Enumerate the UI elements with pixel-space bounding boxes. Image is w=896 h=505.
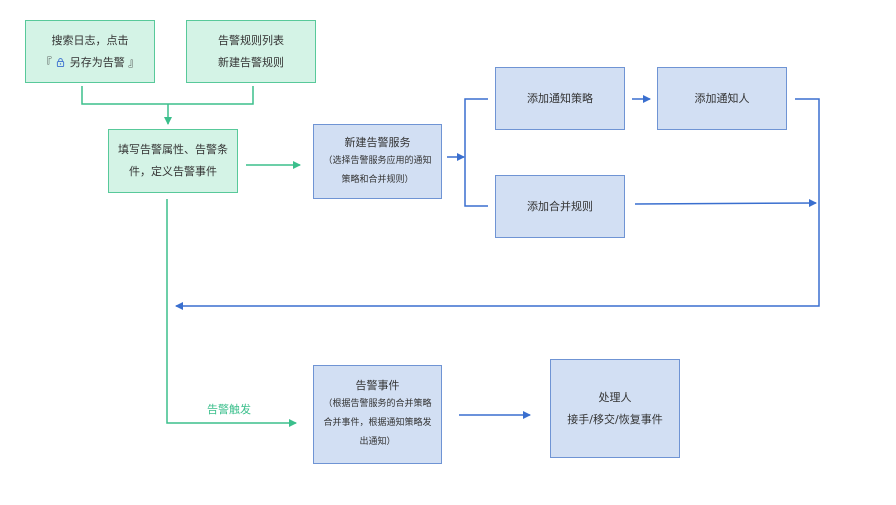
edge-merge-top-boxes xyxy=(81,86,254,105)
edge-return-loop xyxy=(175,98,820,310)
node-search-log: 搜索日志，点击 『 另存为告警 』 xyxy=(25,20,155,83)
edge-trigger xyxy=(166,199,297,427)
node-add-merge-rule: 添加合并规则 xyxy=(495,175,625,238)
edge-trigger-label: 告警触发 xyxy=(207,403,251,416)
node-search-log-line2: 『 另存为告警 』 xyxy=(41,52,140,74)
lock-icon xyxy=(57,57,65,67)
node-create-service-sub1: （选择告警服务应用的通知 xyxy=(323,155,432,166)
node-fill-attributes-line1: 填写告警属性、告警条 xyxy=(118,143,228,156)
node-add-notify-person-label: 添加通知人 xyxy=(694,91,750,105)
node-handler: 处理人 接手/移交/恢复事件 xyxy=(550,359,680,458)
save-as-alert-text: 另存为告警 xyxy=(69,55,125,69)
node-add-notify-person: 添加通知人 xyxy=(657,67,787,130)
node-add-notify-policy-label: 添加通知策略 xyxy=(527,91,593,105)
node-fill-attributes-line2: 件，定义告警事件 xyxy=(129,165,217,178)
node-add-merge-rule-label: 添加合并规则 xyxy=(527,199,593,213)
node-rule-list-line2: 新建告警规则 xyxy=(218,55,284,69)
node-alert-event: 告警事件 （根据告警服务的合并策略 合并事件，根据通知策略发 出通知） xyxy=(313,365,442,464)
quote-close: 』 xyxy=(128,55,140,69)
node-alert-event-title: 告警事件 xyxy=(355,379,400,392)
node-add-notify-policy: 添加通知策略 xyxy=(495,67,625,130)
node-handler-line1: 处理人 xyxy=(598,390,632,404)
node-alert-event-sub3: 出通知） xyxy=(359,437,396,447)
edge-merge-to-bus xyxy=(634,199,817,208)
node-alert-event-sub1: （根据告警服务的合并策略 xyxy=(323,399,432,409)
node-fill-attributes: 填写告警属性、告警条 件，定义告警事件 xyxy=(108,129,238,193)
node-create-service-title: 新建告警服务 xyxy=(344,135,411,149)
node-create-service-sub2: 策略和合并规则） xyxy=(341,174,414,185)
node-rule-list: 告警规则列表 新建告警规则 xyxy=(186,20,316,83)
edge-branch-bracket xyxy=(464,98,488,207)
node-handler-line2: 接手/移交/恢复事件 xyxy=(567,412,663,426)
node-create-service: 新建告警服务 （选择告警服务应用的通知 策略和合并规则） xyxy=(313,124,442,199)
node-rule-list-line1: 告警规则列表 xyxy=(218,33,284,47)
node-search-log-line1: 搜索日志，点击 xyxy=(51,33,129,47)
quote-open: 『 xyxy=(40,55,52,69)
node-alert-event-sub2: 合并事件，根据通知策略发 xyxy=(323,418,432,428)
